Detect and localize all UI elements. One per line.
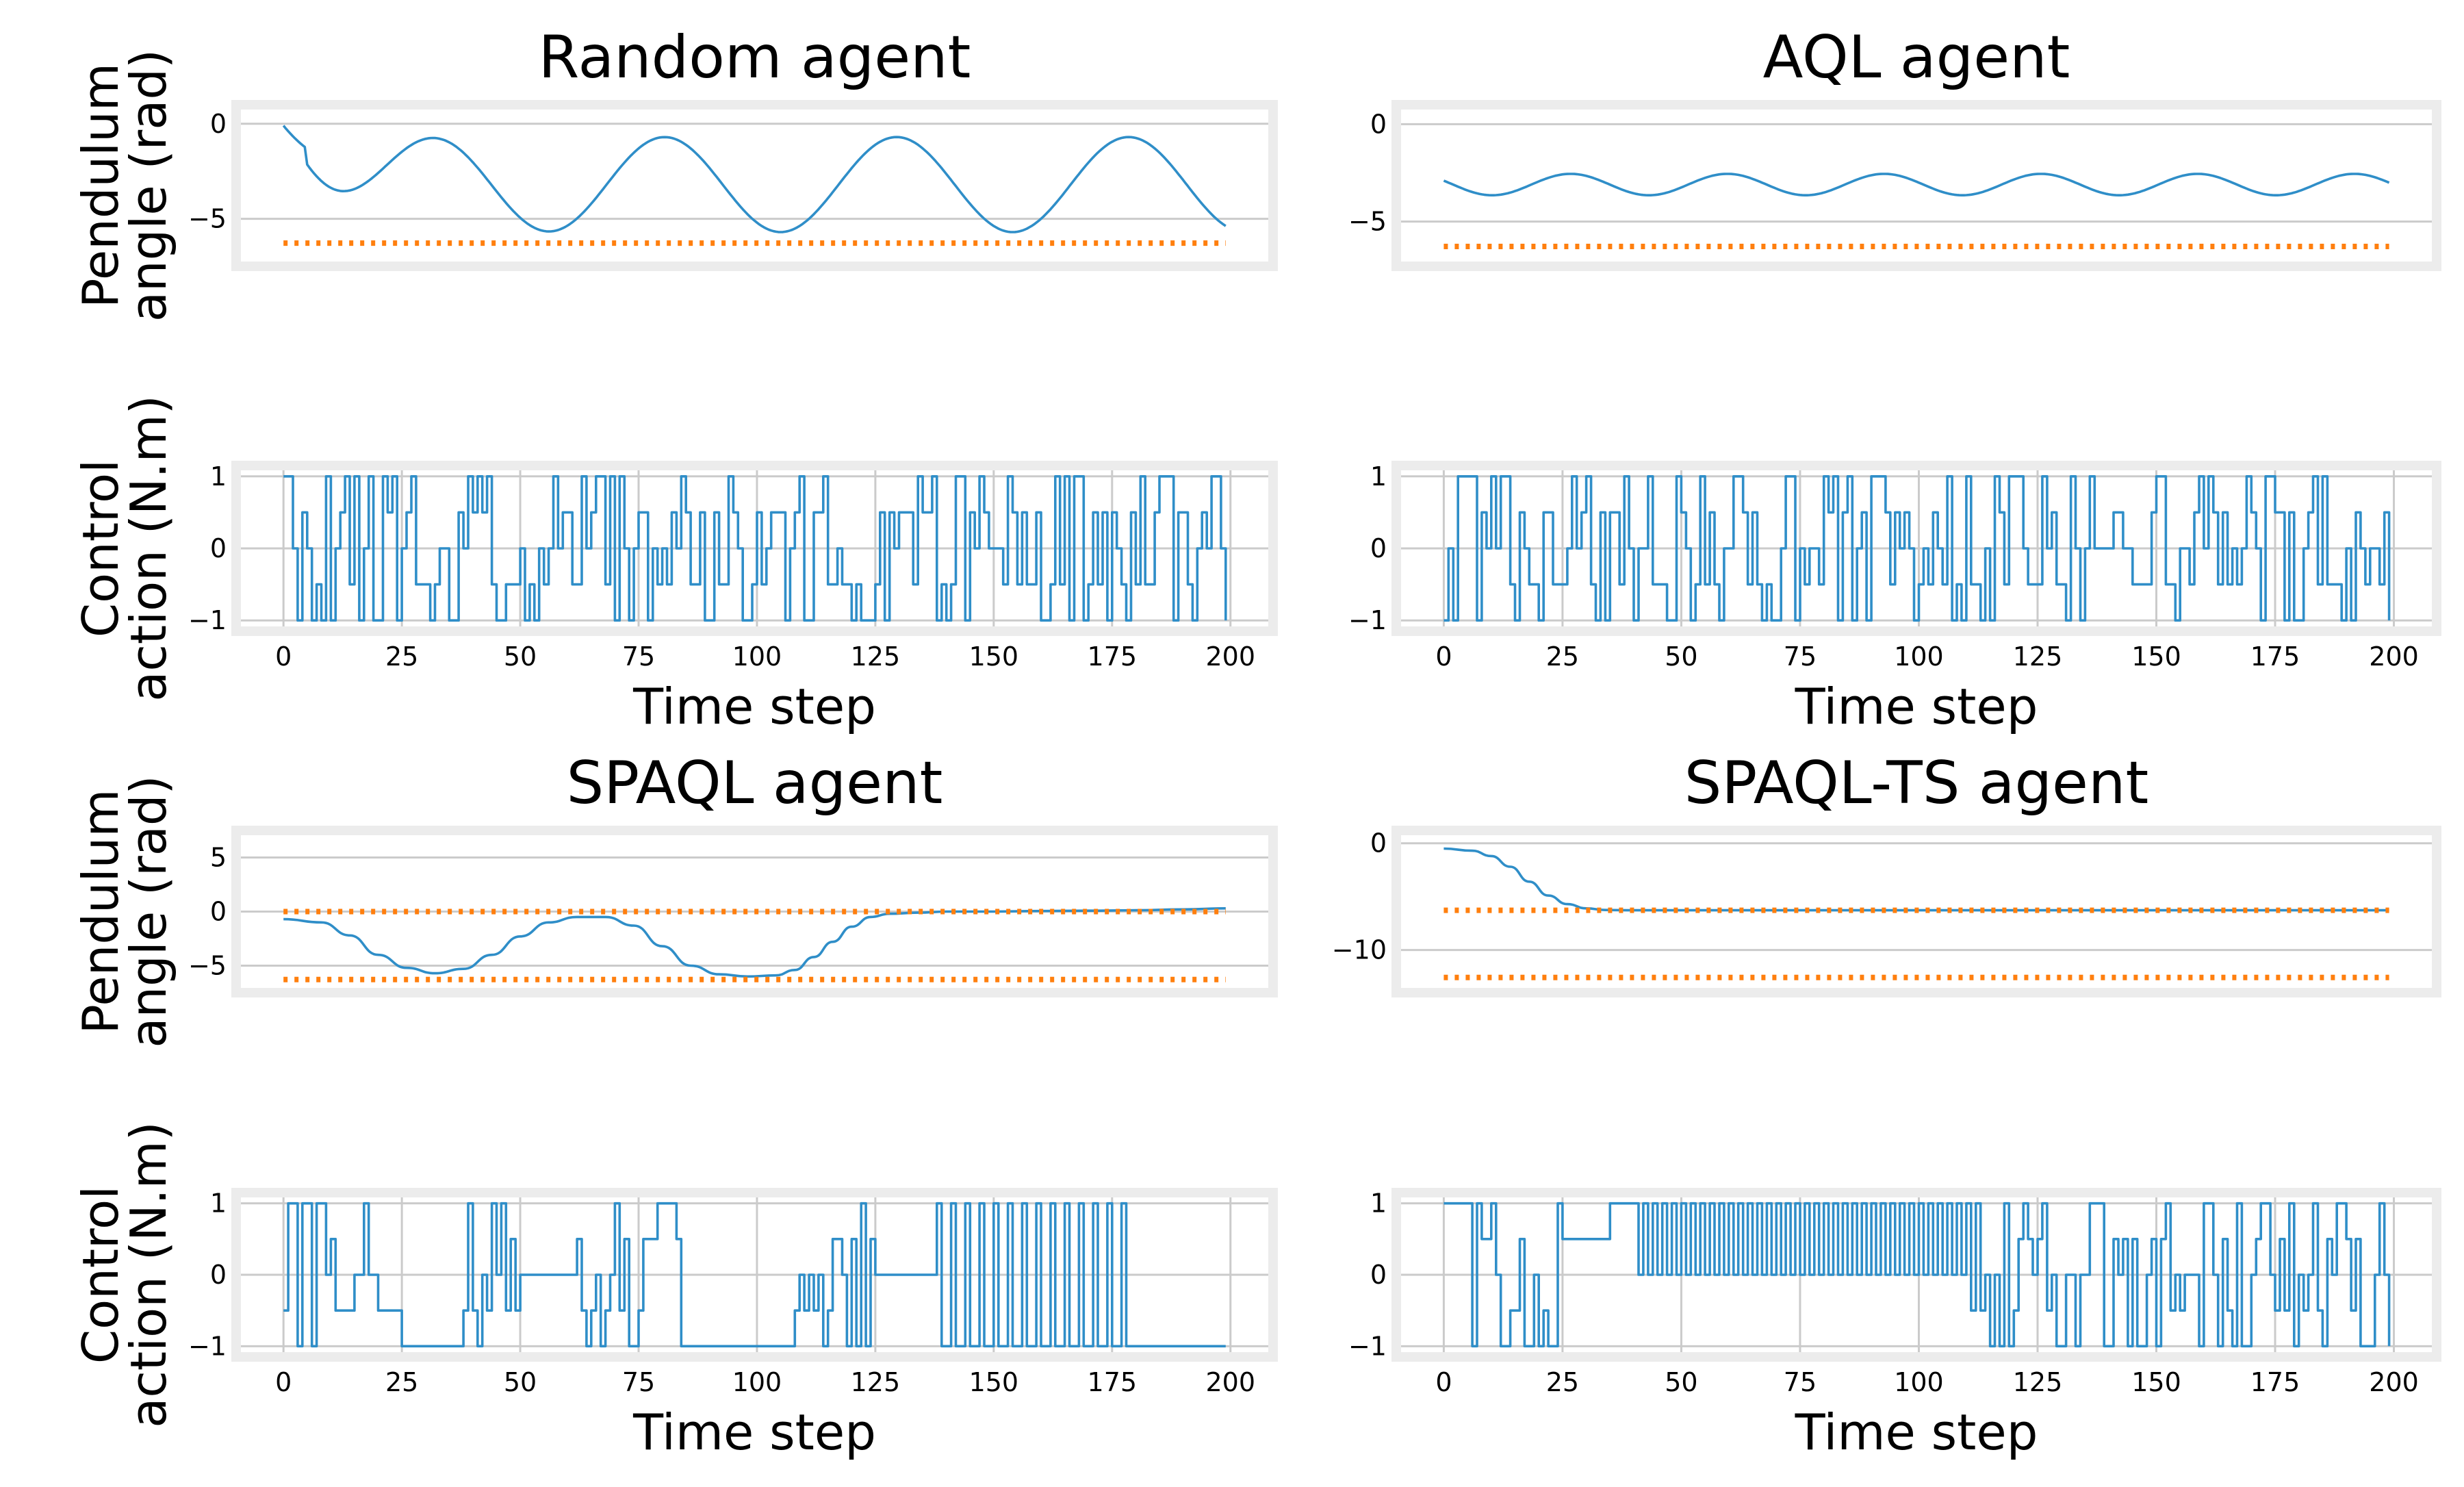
x-tick-label: 75: [622, 1367, 655, 1397]
x-tick-label: 75: [1784, 641, 1817, 672]
y-tick-label: −1: [1348, 1331, 1387, 1361]
y-tick-label: 0: [1370, 1260, 1387, 1290]
x-tick-label: 150: [2131, 641, 2181, 672]
x-tick-label: 0: [275, 641, 292, 672]
y-axis-label: Pendulum: [72, 63, 129, 308]
y-tick-label: 1: [210, 461, 227, 492]
x-tick-label: 125: [2013, 1367, 2063, 1397]
x-tick-label: 50: [1665, 641, 1697, 672]
action-step-line: [1443, 1202, 2391, 1348]
y-axis-label: angle (rad): [120, 775, 177, 1047]
x-tick-label: 100: [1894, 1367, 1944, 1397]
x-tick-label: 0: [275, 1367, 292, 1397]
action-step-line: [283, 475, 1227, 622]
angle-line: [1443, 847, 2389, 912]
x-axis-label: Time step: [1795, 1403, 2038, 1461]
x-tick-label: 100: [1894, 641, 1944, 672]
x-tick-label: 25: [385, 641, 418, 672]
y-tick-label: 1: [210, 1189, 227, 1219]
x-tick-label: 150: [2131, 1367, 2181, 1397]
y-axis-label: angle (rad): [120, 49, 177, 322]
x-tick-label: 125: [2013, 641, 2063, 672]
plot-frame: [1391, 826, 2441, 997]
plot-frame: [231, 1188, 1278, 1362]
y-tick-label: −5: [1348, 207, 1387, 237]
x-tick-label: 175: [1088, 641, 1138, 672]
x-tick-label: 75: [622, 641, 655, 672]
x-axis-label: Time step: [632, 678, 876, 735]
chart-title: SPAQL-TS agent: [1684, 749, 2148, 817]
chart-title: AQL agent: [1763, 23, 2070, 92]
y-axis-label: Pendulum: [72, 789, 129, 1034]
y-tick-label: 1: [1370, 461, 1387, 492]
chart-title: Random agent: [539, 23, 971, 92]
x-tick-label: 200: [2369, 641, 2419, 672]
y-tick-label: 0: [1370, 533, 1387, 563]
x-tick-label: 125: [851, 1367, 901, 1397]
chart-spaqlts-angle: 0 −10 SPAQL-TS agent: [1332, 749, 2441, 997]
x-tick-label: 175: [1088, 1367, 1138, 1397]
y-tick-label: −5: [188, 204, 227, 234]
plot-frame: [1391, 461, 2441, 636]
plot-frame: [231, 826, 1278, 997]
y-tick-label: 0: [210, 533, 227, 563]
x-axis-label: Time step: [1795, 678, 2038, 735]
x-tick-label: 50: [1665, 1367, 1697, 1397]
x-tick-label: 50: [504, 641, 537, 672]
x-tick-label: 150: [969, 1367, 1019, 1397]
y-tick-label: −1: [188, 1331, 227, 1361]
chart-aql-angle: 0 −5 AQL agent: [1348, 23, 2441, 271]
plot-frame: [231, 461, 1278, 636]
y-tick-label: −1: [188, 605, 227, 635]
y-axis-label: action (N.m): [120, 395, 177, 702]
x-tick-label: 200: [2369, 1367, 2419, 1397]
x-tick-label: 100: [732, 641, 782, 672]
chart-title: SPAQL agent: [567, 749, 943, 817]
angle-line: [283, 907, 1226, 978]
x-tick-label: 50: [504, 1367, 537, 1397]
y-axis-label: action (N.m): [120, 1121, 177, 1428]
y-tick-label: −5: [188, 951, 227, 981]
y-tick-label: −1: [1348, 605, 1387, 635]
x-tick-label: 100: [732, 1367, 782, 1397]
x-tick-label: 25: [1546, 1367, 1579, 1397]
x-axis-label: Time step: [632, 1403, 876, 1461]
plot-frame: [1391, 1188, 2441, 1362]
x-tick-label: 150: [969, 641, 1019, 672]
x-tick-label: 25: [385, 1367, 418, 1397]
action-step-line: [283, 1202, 1226, 1348]
x-tick-label: 75: [1784, 1367, 1817, 1397]
y-tick-label: 5: [210, 843, 227, 873]
plot-frame: [231, 100, 1278, 271]
plot-frame: [1391, 100, 2441, 271]
x-tick-label: 125: [851, 641, 901, 672]
y-axis-label: Control: [72, 1186, 129, 1364]
y-tick-label: 0: [210, 109, 227, 139]
y-tick-label: 0: [1370, 828, 1387, 859]
x-tick-label: 200: [1205, 1367, 1255, 1397]
y-tick-label: 0: [1370, 109, 1387, 139]
y-tick-label: −10: [1332, 935, 1387, 965]
x-tick-label: 200: [1205, 641, 1255, 672]
y-tick-label: 0: [210, 897, 227, 927]
x-tick-label: 175: [2250, 1367, 2300, 1397]
x-tick-label: 25: [1546, 641, 1579, 672]
y-tick-label: 1: [1370, 1189, 1387, 1219]
x-tick-label: 0: [1435, 641, 1452, 672]
y-tick-label: 0: [210, 1260, 227, 1290]
x-tick-label: 175: [2250, 641, 2300, 672]
angle-line: [282, 125, 1227, 233]
angle-line: [1443, 173, 2390, 196]
y-axis-label: Control: [72, 459, 129, 637]
action-step-line: [1443, 475, 2391, 622]
x-tick-label: 0: [1435, 1367, 1452, 1397]
